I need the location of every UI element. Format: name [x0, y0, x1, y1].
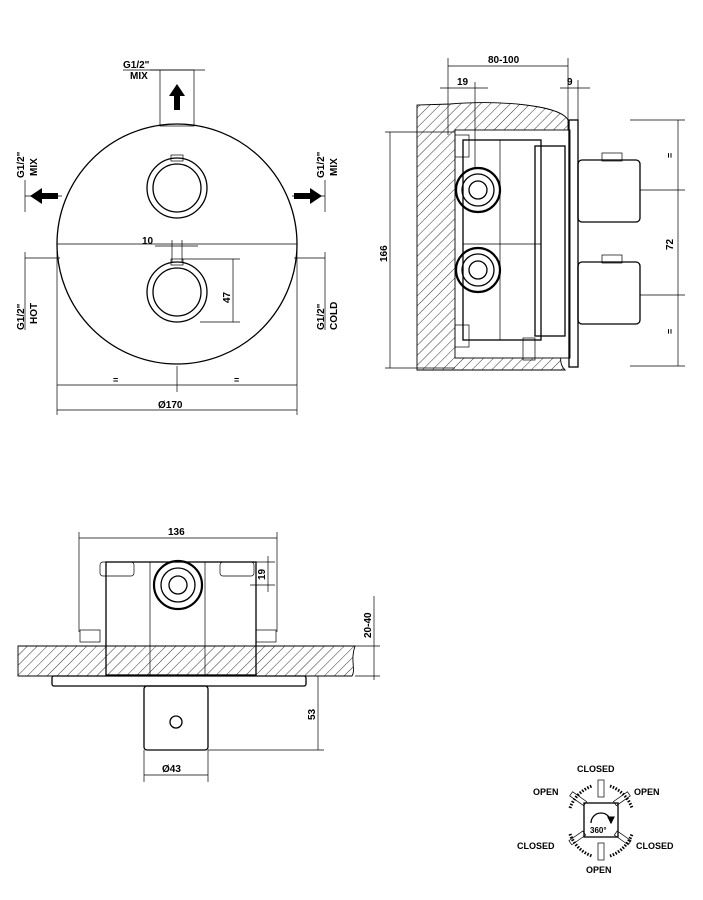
wall-section-top — [17, 645, 356, 677]
dim-handle-width: 10 — [142, 236, 198, 262]
svg-text:53: 53 — [307, 708, 318, 720]
dim-wall: 20-40 — [355, 596, 380, 680]
port-lower — [454, 246, 502, 294]
legend-closed-left: CLOSED — [517, 841, 555, 851]
hot-size: G1/2" — [16, 303, 27, 330]
svg-text:72: 72 — [665, 238, 676, 250]
cover-plate-top — [51, 675, 307, 687]
svg-text:19: 19 — [457, 77, 469, 88]
left-mix-label: G1/2" — [16, 151, 27, 178]
dim-handle-offset: 47 — [182, 258, 240, 323]
handle-lower-side — [577, 254, 641, 325]
dim-spacing: = 72 = — [630, 119, 685, 367]
svg-text:Ø43: Ø43 — [162, 764, 181, 775]
dim-depth: 80-100 — [447, 55, 569, 135]
thermostat-handle — [146, 258, 208, 323]
cold-name: COLD — [329, 302, 340, 330]
svg-text:=: = — [234, 375, 239, 385]
svg-text:166: 166 — [379, 245, 390, 262]
right-mix-name: MIX — [329, 158, 340, 176]
svg-text:=: = — [665, 153, 675, 158]
side-view: 80-100 19 9 166 = 72 — [379, 55, 685, 371]
outlet-left-mix: G1/2" MIX — [16, 151, 62, 212]
dim-handle-diameter: Ø43 — [143, 750, 209, 782]
svg-text:=: = — [113, 375, 118, 385]
svg-text:80-100: 80-100 — [488, 55, 520, 66]
top-view: 136 19 20-40 53 Ø43 — [17, 527, 380, 782]
svg-text:9: 9 — [567, 77, 573, 88]
cover-plate-side — [568, 119, 579, 368]
rotate-arrow-icon — [590, 812, 615, 825]
outlet-top-mix: G1/2" MIX — [123, 60, 205, 127]
dim-width: 136 — [78, 527, 278, 632]
top-mix-name: MIX — [130, 71, 148, 82]
top-mix-size: G1/2" — [123, 60, 150, 71]
arrow-left-icon — [30, 188, 58, 204]
svg-text:10: 10 — [142, 236, 154, 247]
dim-19-top: 19 — [250, 556, 275, 592]
legend-open-top-right: OPEN — [634, 787, 660, 797]
inlet-hot: G1/2" HOT — [16, 252, 60, 330]
legend-closed-top: CLOSED — [577, 764, 615, 774]
port-upper — [454, 166, 502, 214]
svg-text:136: 136 — [168, 527, 185, 538]
svg-text:47: 47 — [222, 291, 233, 303]
legend-center-value: 360° — [590, 826, 607, 835]
svg-text:Ø170: Ø170 — [158, 400, 183, 411]
dim-projection: 53 — [208, 675, 324, 751]
legend-open-top-left: OPEN — [533, 787, 559, 797]
dim-9-side: 9 — [560, 77, 590, 120]
legend-closed-right: CLOSED — [636, 841, 674, 851]
outlet-right-mix: G1/2" MIX — [292, 151, 340, 212]
dim-diameter: Ø170 — [57, 400, 297, 411]
arrow-up-icon — [169, 84, 185, 110]
left-mix-name: MIX — [29, 158, 40, 176]
cold-size: G1/2" — [316, 303, 327, 330]
dim-halves: = = — [56, 244, 298, 415]
handle-top-view — [143, 685, 209, 751]
svg-text:19: 19 — [257, 568, 268, 580]
arrow-right-icon — [294, 188, 322, 204]
legend-open-bottom: OPEN — [586, 865, 612, 875]
svg-text:=: = — [665, 329, 675, 334]
handle-upper-side — [577, 152, 641, 223]
front-view: G1/2" MIX G1/2" MIX G1/2" MIX G1/2" HOT — [16, 60, 340, 415]
legend-center-box — [583, 802, 619, 838]
rotation-legend: 360° CLOSED OPEN OPEN CLOSED CLOSED OPEN — [517, 764, 674, 875]
diverter-handle — [146, 154, 208, 219]
inlet-cold: G1/2" COLD — [294, 252, 340, 330]
right-mix-label: G1/2" — [316, 151, 327, 178]
port-top — [152, 559, 204, 611]
hot-name: HOT — [29, 303, 40, 324]
svg-text:20-40: 20-40 — [363, 612, 374, 638]
dim-19-side: 19 — [440, 77, 488, 168]
dim-height: 166 — [379, 131, 455, 369]
